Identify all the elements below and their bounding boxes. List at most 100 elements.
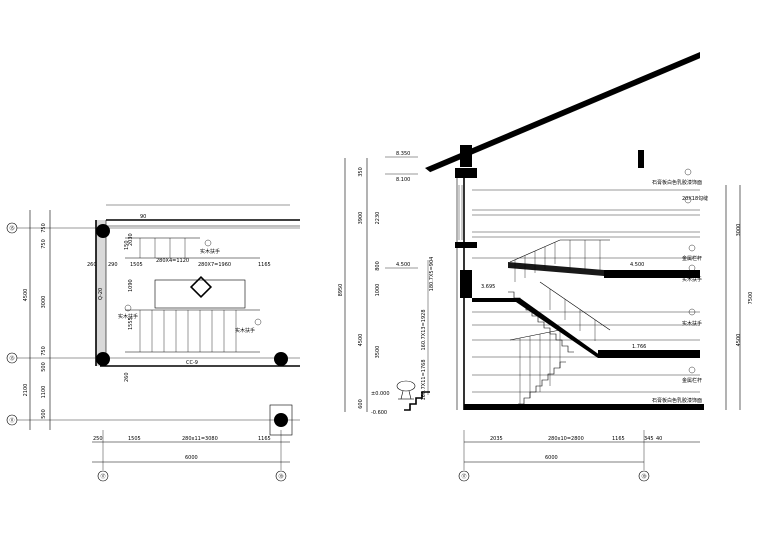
note-marker [124,304,132,312]
grid-label-13: ⑬ [9,355,14,362]
stair-plan: ⑮ ⑬ ⑪ 750 750 3000 750 4500 500 2100 110… [6,204,300,482]
sec-dim-2035: 2035 [490,436,503,442]
entry-steps [404,391,430,411]
column [274,413,288,427]
roof-beam [460,145,472,167]
sec-dim-1165: 1165 [612,436,625,442]
note-marker [204,239,212,247]
elev-1766: 1.766 [632,344,646,350]
grid-label-19: ⑲ [278,473,283,480]
steps-profile [518,361,566,405]
sec-dim-3000: 3000 [736,224,742,237]
dim-3000: 3000 [41,296,47,309]
sec-dim-3900: 3900 [358,212,364,225]
elev-8100: 8.100 [396,177,410,183]
dim-1165: 1165 [258,436,271,442]
elev-4500-r: 4.500 [630,262,644,268]
roof-beam [638,150,644,168]
grid-label-17: ⑰ [100,473,105,480]
cornice [455,242,477,248]
roof [425,52,700,172]
column [274,352,288,366]
sec-grid-label-19: ⑲ [641,473,646,480]
dim-150: 150 [124,240,130,250]
dim-500b: 500 [41,409,47,419]
mid-landing [598,350,700,358]
dim-90: 90 [140,214,146,220]
dim-750c: 750 [41,346,47,356]
cornice [455,168,477,178]
dim-run: 280x11=3080 [182,436,218,442]
sec-dim-3500: 3500 [375,346,381,359]
dim-1505: 1505 [128,436,141,442]
column [96,224,110,238]
note-2: 20X18勾缝 [682,195,708,202]
sec-dim-350: 350 [358,167,364,177]
grid-label-11: ⑪ [9,417,14,424]
sec-grid-label-17: ⑰ [461,473,466,480]
dim-260: 260 [87,262,97,268]
sec-dim-8950: 8950 [338,284,344,297]
step-dim-2: 160.7X11=1768 [421,359,427,400]
steps-profile [508,291,574,353]
step-dim-1: 160.7X13=1928 [421,309,427,350]
note-5: 实木扶手 [682,320,702,327]
note-1: 石膏板白色乳胶漆饰面 [652,179,702,186]
sec-dim-4500: 4500 [358,334,364,347]
stair-flight-1 [472,298,604,358]
run-mid: 280X7=1960 [198,262,231,268]
sec-dim-40: 40 [656,436,662,442]
sec-dim-600: 600 [358,399,364,409]
dim-1505-top: 1505 [130,262,143,268]
sec-dim-7500: 7500 [748,292,754,305]
ground-slab [464,404,704,410]
beam-label: CC-9 [186,360,198,366]
dim-290: 290 [108,262,118,268]
dim-1100: 1100 [41,386,47,399]
step-dim-3: 180.7X5=904 [429,257,435,292]
grid-label-15: ⑮ [9,225,14,232]
floor-slab-edge [460,270,472,298]
dim-2100: 2100 [23,384,29,397]
sec-dim-2230: 2230 [375,212,381,225]
dim-750b: 750 [41,239,47,249]
note-marker [254,318,262,326]
dim-750a: 750 [41,223,47,233]
sec-grid-bubble-19 [638,470,650,482]
note-3: 金属栏杆 [682,255,702,262]
dim-2030: 2030 [128,233,134,246]
dim-250: 250 [93,436,103,442]
wall-left [96,220,106,366]
newel-ornament [189,275,213,299]
dim-1165-top: 1165 [258,262,271,268]
note-rail-3: 实木扶手 [235,327,255,334]
dim-1090: 1090 [128,279,134,292]
sec-dim-800: 800 [375,261,381,271]
stair-flight-2 [508,262,604,276]
dim-260b: 260 [124,372,130,382]
stair-section: 8950 350 3900 2230 800 1000 4500 3500 60… [338,52,754,482]
sec-dim-run: 280x10=2800 [548,436,584,442]
run-top: 280X4=1120 [156,258,189,264]
upper-flight [125,237,260,259]
elev-4500: 4.500 [396,262,410,268]
elev-0000: ±0.000 [371,391,390,397]
grid-bubble-17 [97,470,109,482]
dim-4500: 4500 [23,289,29,302]
grid-bubble-19 [275,470,287,482]
column [96,352,110,366]
sec-dim-1000: 1000 [375,284,381,297]
elev-3695: 3.695 [481,284,495,290]
lower-flight [125,309,260,353]
note-6: 金属栏杆 [682,377,702,384]
sec-dim-345: 345 [644,436,654,442]
urn [396,380,416,392]
wall-lines [472,189,700,393]
elev-8350: 8.350 [396,151,410,157]
stair-well [154,279,246,309]
note-4: 实木扶手 [682,276,702,283]
sec-grid-bubble-17 [458,470,470,482]
dim-500: 500 [41,362,47,372]
